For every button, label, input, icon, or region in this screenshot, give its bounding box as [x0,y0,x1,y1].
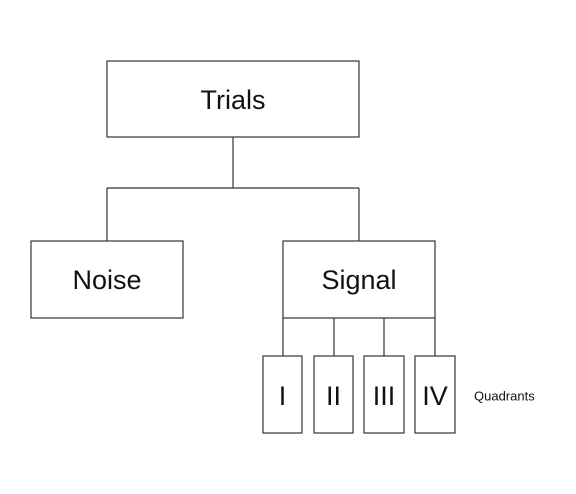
connector-lines [106,137,436,356]
node-quadrant-2-box [313,355,354,434]
node-trials-label: Trials [201,85,266,115]
node-quadrant-2: II [313,355,354,434]
node-signal: Signal [282,240,436,319]
node-noise-label: Noise [72,265,141,295]
node-noise-box [30,240,184,319]
node-trials: Trials [106,60,360,138]
node-quadrant-1-box [262,355,303,434]
node-quadrant-4: IV [414,355,456,434]
node-quadrant-4-label: IV [422,381,448,411]
node-signal-box [282,240,436,319]
node-quadrant-3-box [363,355,405,434]
node-signal-label: Signal [321,265,396,295]
node-quadrant-3-label: III [373,381,396,411]
node-quadrant-1-label: I [279,381,287,411]
quadrants-caption: Quadrants [474,389,535,404]
node-quadrant-3: III [363,355,405,434]
node-trials-box [106,60,360,138]
node-noise: Noise [30,240,184,319]
node-quadrant-2-label: II [326,381,341,411]
node-quadrant-1: I [262,355,303,434]
node-quadrant-4-box [414,355,456,434]
